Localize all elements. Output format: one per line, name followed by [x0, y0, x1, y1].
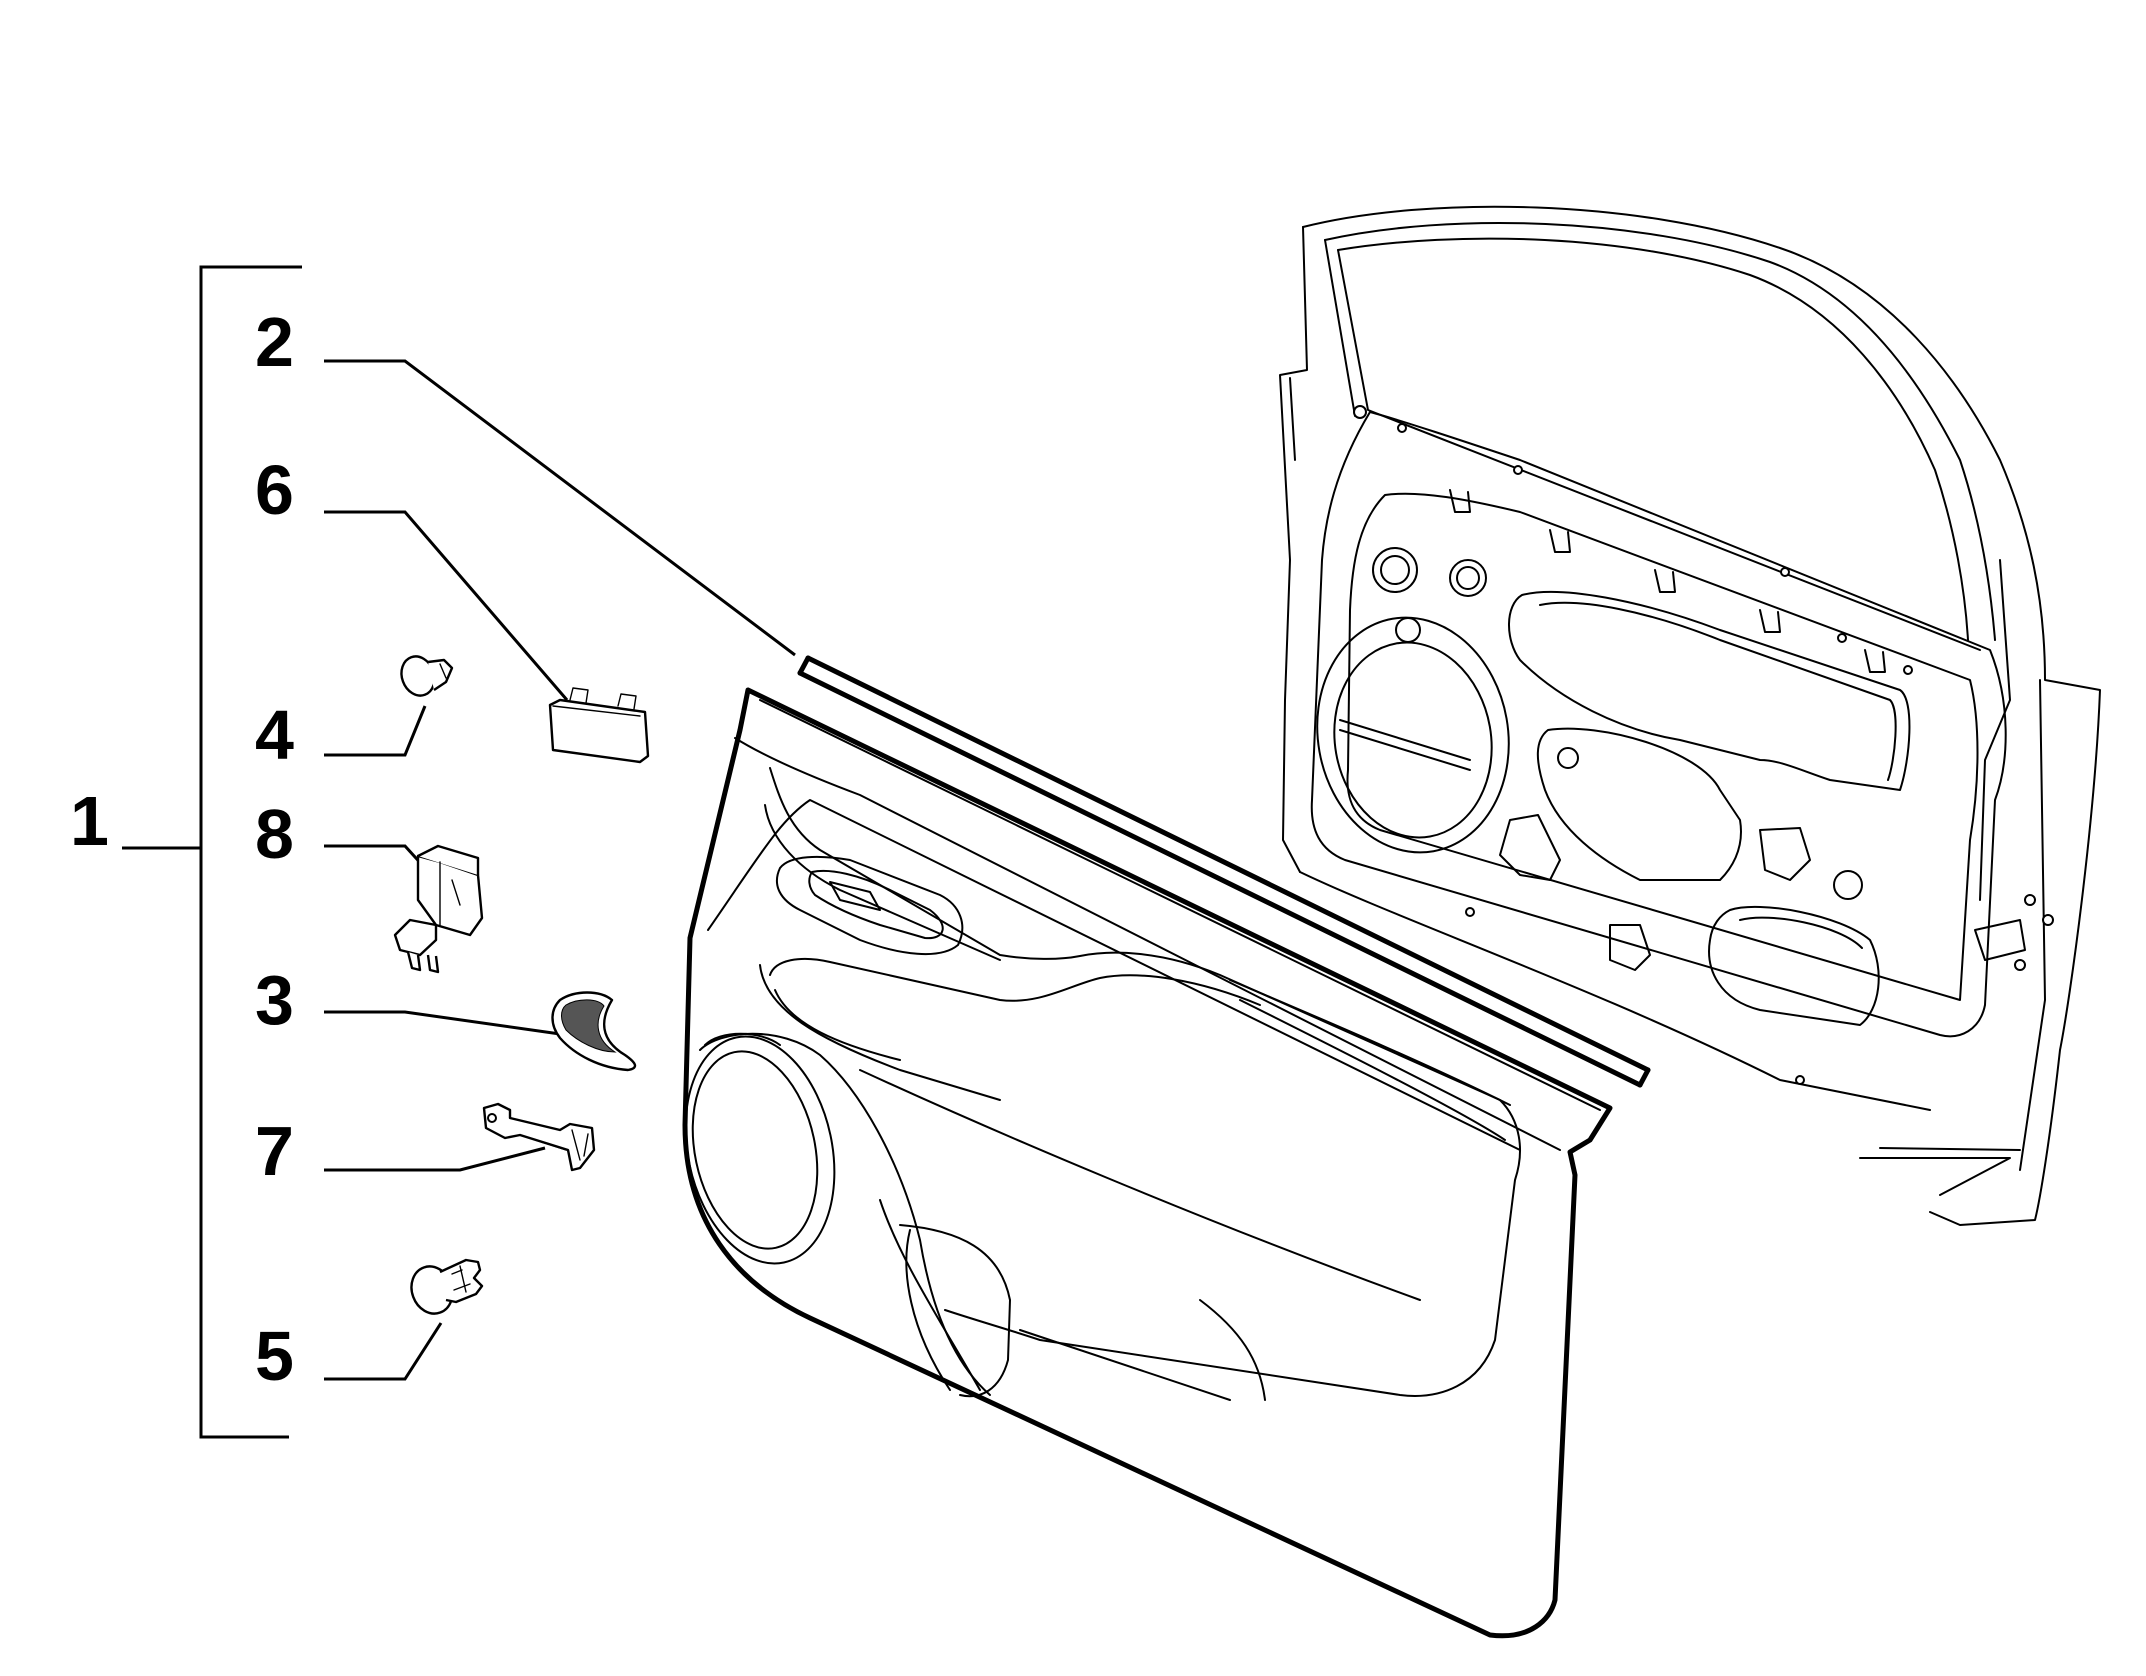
part-3-mesh-grille — [551, 991, 637, 1072]
part-7-bracket — [482, 1102, 596, 1172]
leader-lines — [324, 359, 796, 1381]
callout-2: 2 — [255, 303, 294, 381]
callout-4: 4 — [255, 696, 294, 774]
part-5-fastener — [410, 1258, 484, 1315]
leader-6 — [324, 510, 569, 701]
callout-8: 8 — [255, 795, 294, 873]
leader-4 — [324, 705, 427, 757]
callout-1: 1 — [70, 782, 109, 860]
callout-7: 7 — [255, 1112, 294, 1190]
leader-2 — [324, 359, 796, 657]
callout-6: 6 — [255, 451, 294, 529]
callout-labels: 1 2 6 4 8 3 7 5 — [70, 303, 294, 1395]
leader-3 — [324, 1010, 568, 1037]
callout-5: 5 — [255, 1317, 294, 1395]
assembly-bracket — [122, 265, 302, 1439]
part-2-window-seal — [797, 655, 1651, 1088]
door-frame — [1279, 205, 2101, 1226]
frame-tabs — [1449, 489, 1886, 673]
door-trim-panel — [682, 655, 1651, 1639]
leader-5 — [324, 1322, 443, 1381]
leader-7 — [324, 1146, 546, 1172]
callout-3: 3 — [255, 961, 294, 1039]
part-6-cover-cap — [548, 687, 650, 764]
leader-8 — [324, 844, 427, 870]
part-8-retainer-block — [393, 844, 484, 974]
part-4-push-clip — [400, 655, 454, 697]
